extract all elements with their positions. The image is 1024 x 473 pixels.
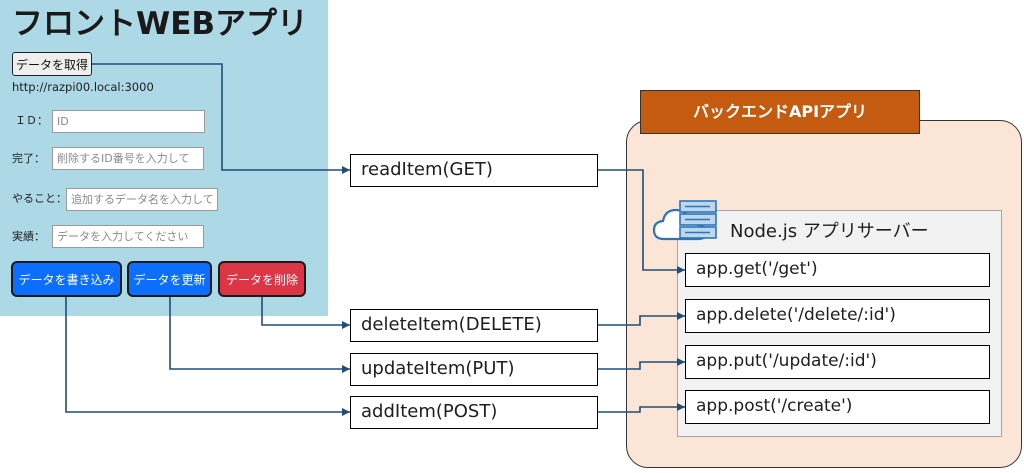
todo-input[interactable] xyxy=(66,188,218,211)
cloud-server-icon xyxy=(652,199,720,243)
node-server-label: Node.js アプリサーバー xyxy=(730,221,929,242)
result-label: 実績： xyxy=(12,230,45,243)
todo-label: やること： xyxy=(12,192,67,205)
function-add-item: addItem(POST) xyxy=(350,396,598,429)
update-data-button[interactable]: データを更新 xyxy=(127,261,212,297)
delete-data-button[interactable]: データを削除 xyxy=(218,261,306,297)
server-url: http://razpi00.local:3000 xyxy=(12,80,154,94)
done-input[interactable] xyxy=(52,147,204,170)
route-delete: app.delete('/delete/:id') xyxy=(685,299,990,333)
id-input[interactable] xyxy=(52,110,205,133)
done-label: 完了： xyxy=(12,152,45,165)
route-post: app.post('/create') xyxy=(685,390,990,424)
front-app-title: フロントWEBアプリ xyxy=(12,6,308,42)
function-read-item: readItem(GET) xyxy=(350,154,598,187)
result-input[interactable] xyxy=(52,225,204,248)
route-put: app.put('/update/:id') xyxy=(685,345,990,379)
fetch-data-button[interactable]: データを取得 xyxy=(12,52,92,76)
route-get: app.get('/get') xyxy=(685,253,990,287)
id-label: ＩＤ： xyxy=(15,114,48,127)
write-data-button[interactable]: データを書き込み xyxy=(11,261,122,297)
function-update-item: updateItem(PUT) xyxy=(350,353,598,386)
backend-app-title: バックエンドAPIアプリ xyxy=(640,90,920,134)
function-delete-item: deleteItem(DELETE) xyxy=(350,309,598,342)
